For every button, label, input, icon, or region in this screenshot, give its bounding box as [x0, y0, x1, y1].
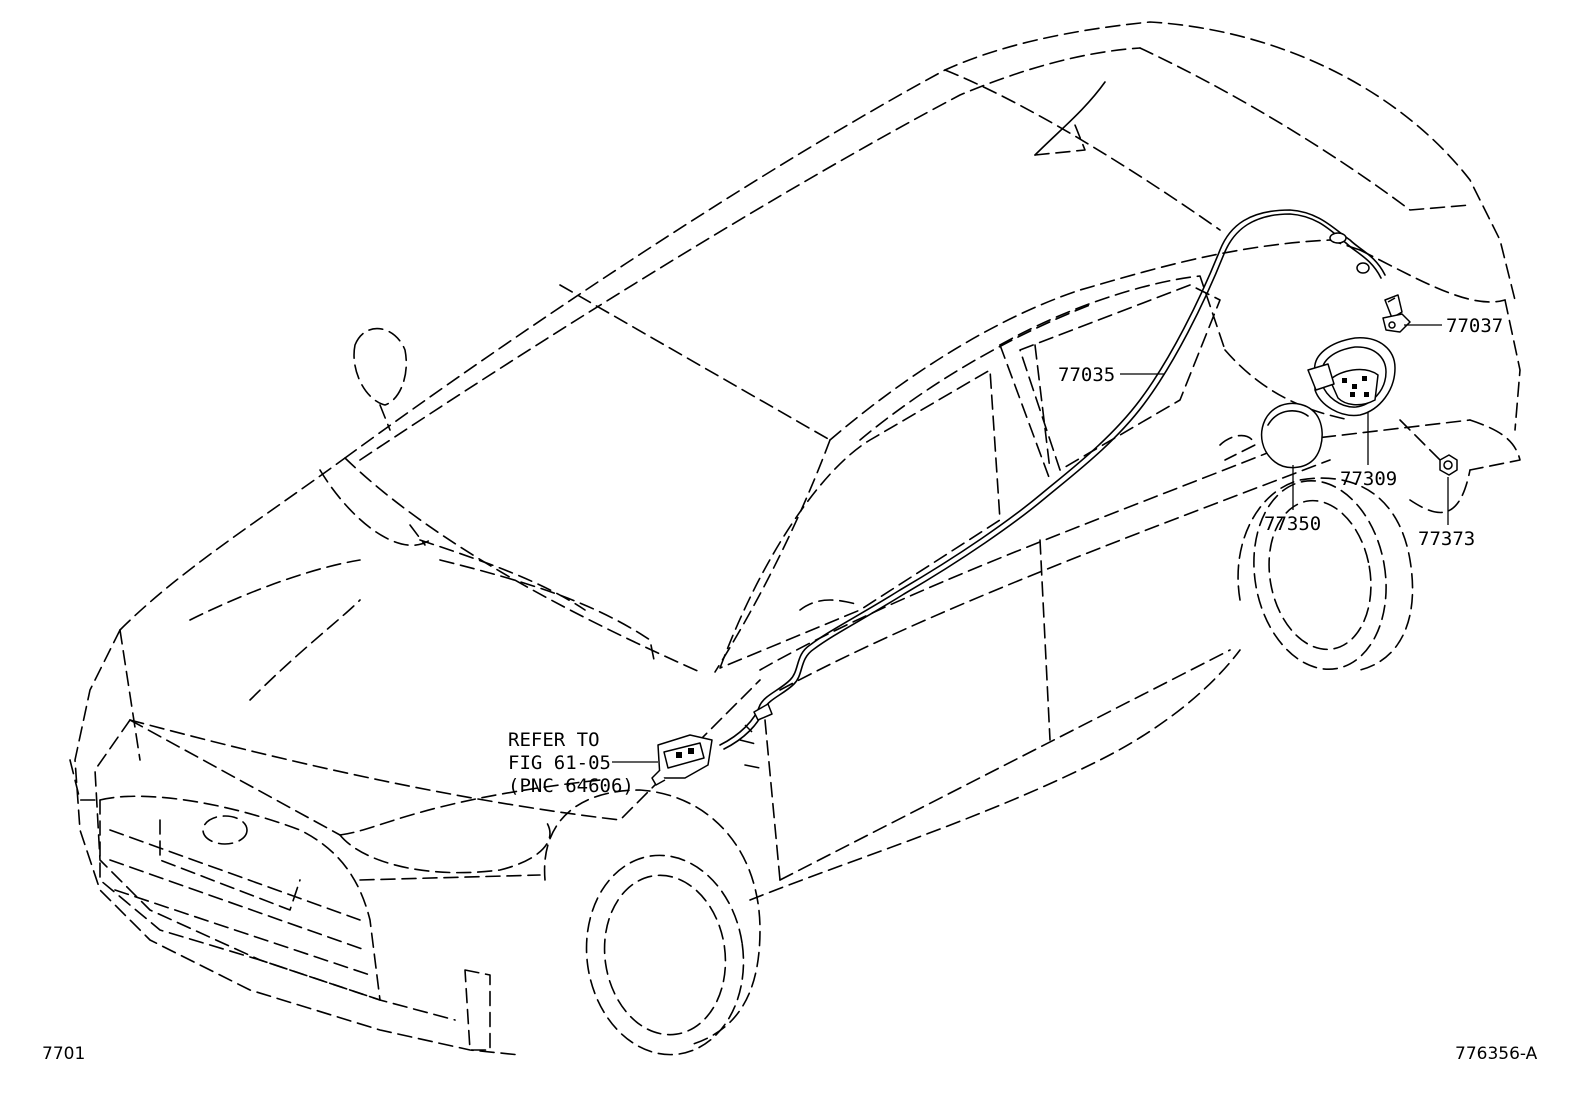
callout-77373: 77373 [1418, 528, 1475, 550]
fuel-lid-opener-cable-part [719, 209, 1386, 750]
callout-77350: 77350 [1264, 513, 1321, 535]
hood-release-lever-part [651, 734, 713, 786]
refer-to-line-1: REFER TO [508, 729, 600, 751]
fuel-filler-lid-part [1260, 402, 1323, 469]
grommet-part [1439, 454, 1458, 476]
drawing-id: 776356-A [1455, 1044, 1538, 1064]
refer-to-line-3: (PNC 64606) [508, 775, 634, 797]
fuel-filler-housing-part [1307, 337, 1396, 417]
callout-77035: 77035 [1058, 364, 1115, 386]
fuel-lid-lock-part [1382, 294, 1411, 333]
callout-77309: 77309 [1340, 468, 1397, 490]
refer-to-line-2: FIG 61-05 [508, 752, 611, 774]
vehicle-outline [69, 21, 1521, 1056]
figure-id: 7701 [42, 1044, 85, 1064]
leader-lines [612, 324, 1449, 763]
callout-77037: 77037 [1446, 315, 1503, 337]
